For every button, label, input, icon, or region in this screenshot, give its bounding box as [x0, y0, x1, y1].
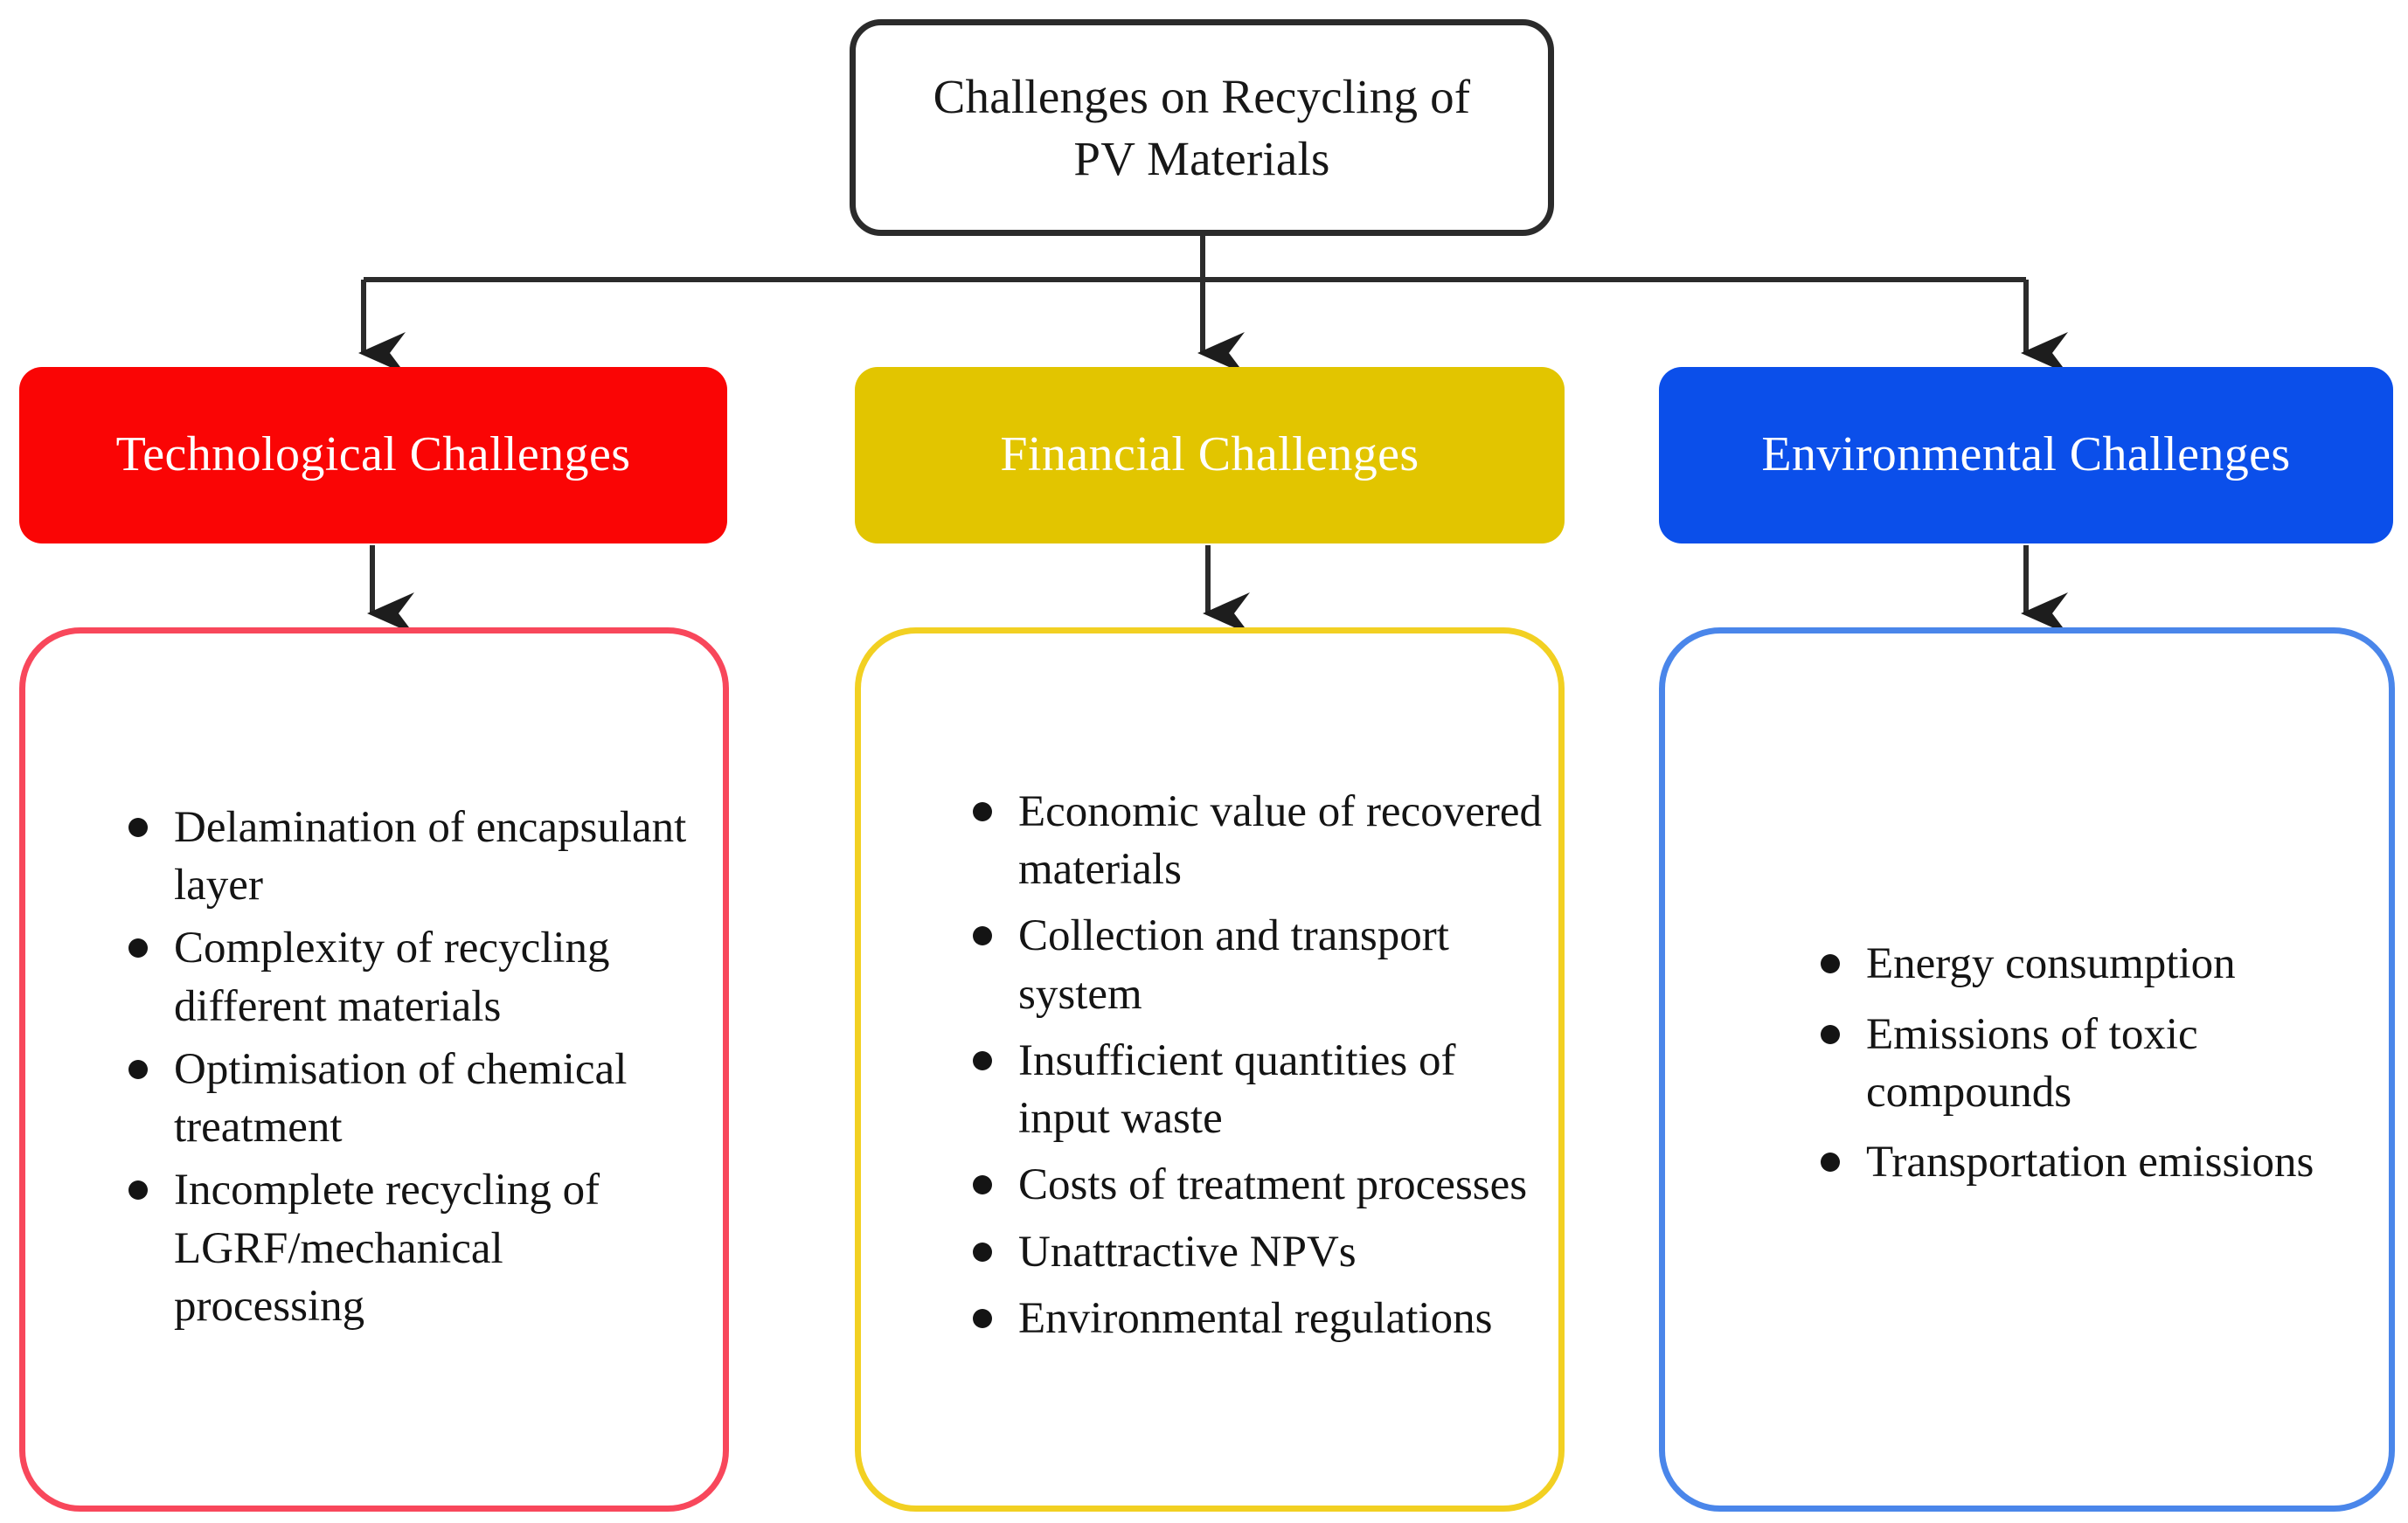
- bullet-dot-icon: [973, 801, 992, 821]
- root-node-challenges: Challenges on Recycling of PV Materials: [850, 19, 1554, 236]
- list-item-text: Insufficient quantities of input waste: [1018, 1035, 1456, 1144]
- list-item: Delamination of encapsulant layer: [128, 799, 688, 915]
- list-item: Environmental regulations: [973, 1290, 1543, 1347]
- bullet-dot-icon: [973, 1175, 992, 1195]
- list-box-environmental: Energy consumption Emissions of toxic co…: [1659, 627, 2395, 1512]
- bullet-list-financial: Economic value of recovered materials Co…: [861, 783, 1558, 1357]
- list-item-text: Unattractive NPVs: [1018, 1227, 1357, 1277]
- list-item: Costs of treatment processes: [973, 1156, 1543, 1214]
- bullet-dot-icon: [128, 817, 148, 837]
- list-item-text: Economic value of recovered materials: [1018, 786, 1542, 894]
- bullet-dot-icon: [1821, 1153, 1840, 1173]
- category-header-technological-label: Technological Challenges: [115, 427, 631, 482]
- list-item-text: Emissions of toxic compounds: [1866, 1009, 2198, 1117]
- list-item-text: Complexity of recycling different materi…: [174, 924, 610, 1031]
- list-item-text: Collection and transport system: [1018, 911, 1449, 1019]
- list-item: Energy consumption: [1821, 935, 2354, 993]
- list-item: Complexity of recycling different materi…: [128, 919, 688, 1035]
- list-item: Incomplete recycling of LGRF/mechanical …: [128, 1161, 688, 1335]
- category-header-environmental-label: Environmental Challenges: [1761, 427, 2291, 482]
- category-header-environmental: Environmental Challenges: [1659, 367, 2393, 543]
- list-item-text: Energy consumption: [1866, 939, 2236, 989]
- bullet-dot-icon: [973, 1242, 992, 1262]
- list-item: Unattractive NPVs: [973, 1223, 1543, 1281]
- list-item: Collection and transport system: [973, 907, 1543, 1023]
- list-box-financial: Economic value of recovered materials Co…: [855, 627, 1565, 1512]
- list-item: Transportation emissions: [1821, 1133, 2354, 1191]
- list-item-text: Environmental regulations: [1018, 1294, 1493, 1344]
- list-item-text: Delamination of encapsulant layer: [174, 802, 687, 910]
- bullet-dot-icon: [973, 926, 992, 946]
- list-item: Economic value of recovered materials: [973, 783, 1543, 899]
- bullet-list-environmental: Energy consumption Emissions of toxic co…: [1665, 935, 2389, 1203]
- bullet-list-technological: Delamination of encapsulant layer Comple…: [25, 799, 723, 1341]
- list-box-technological: Delamination of encapsulant layer Comple…: [19, 627, 729, 1512]
- list-item: Emissions of toxic compounds: [1821, 1006, 2354, 1122]
- list-item: Optimisation of chemical treatment: [128, 1041, 688, 1157]
- bullet-dot-icon: [128, 1059, 148, 1079]
- bullet-dot-icon: [973, 1309, 992, 1329]
- bullet-dot-icon: [1821, 1024, 1840, 1044]
- list-item-text: Costs of treatment processes: [1018, 1160, 1528, 1210]
- list-item-text: Optimisation of chemical treatment: [174, 1044, 628, 1153]
- bullet-dot-icon: [128, 1180, 148, 1201]
- bullet-dot-icon: [1821, 954, 1840, 974]
- bullet-dot-icon: [128, 938, 148, 959]
- category-header-financial: Financial Challenges: [855, 367, 1565, 543]
- list-item: Insufficient quantities of input waste: [973, 1032, 1543, 1148]
- root-node-label: Challenges on Recycling of PV Materials: [933, 69, 1471, 186]
- bullet-dot-icon: [973, 1050, 992, 1070]
- list-item-text: Incomplete recycling of LGRF/mechanical …: [174, 1166, 600, 1332]
- category-header-financial-label: Financial Challenges: [1000, 427, 1419, 482]
- list-item-text: Transportation emissions: [1866, 1138, 2314, 1187]
- category-header-technological: Technological Challenges: [19, 367, 727, 543]
